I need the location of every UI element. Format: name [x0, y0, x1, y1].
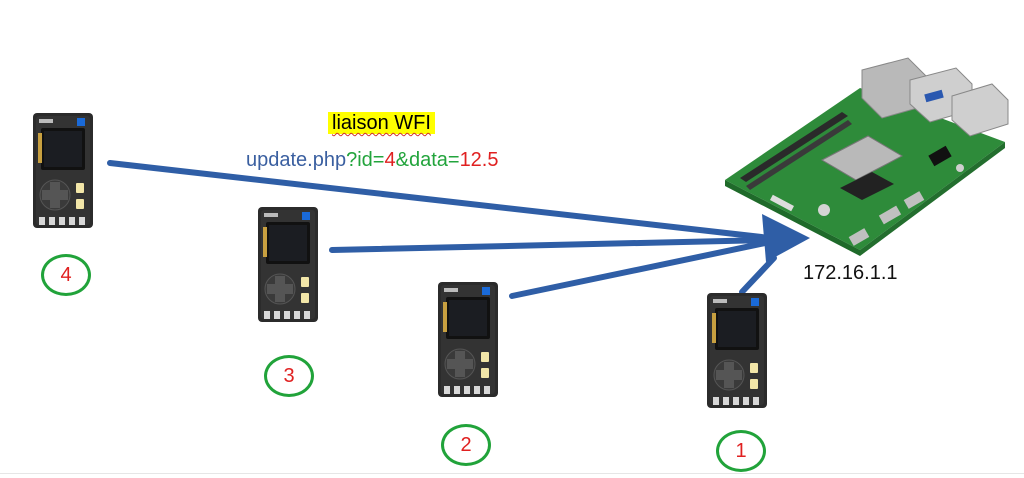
device-4 — [32, 112, 94, 229]
node-number-3: 3 — [264, 355, 314, 397]
arrow-from-device-3 — [329, 237, 773, 253]
device-1 — [706, 292, 768, 409]
url-path: update.php — [246, 149, 347, 171]
arrow-head — [762, 214, 810, 262]
divider — [0, 473, 1024, 474]
url-query-data: &data= — [395, 149, 460, 171]
arrow-from-device-2 — [509, 239, 773, 299]
node-number-4: 4 — [41, 254, 91, 296]
url-data-value: 12.5 — [459, 149, 499, 171]
connection-label: liaison WFI — [328, 112, 435, 134]
arrow-from-device-4 — [107, 160, 773, 241]
device-2 — [437, 281, 499, 398]
arrow-from-device-1 — [739, 255, 777, 295]
raspberry-pi-board — [725, 57, 1009, 256]
arrows — [107, 160, 777, 299]
url-id-value: 4 — [384, 149, 396, 171]
url-request: update.php?id=4&data=12.5 — [246, 148, 499, 172]
node-number-1: 1 — [716, 430, 766, 472]
node-number-2: 2 — [441, 424, 491, 466]
server-ip-label: 172.16.1.1 — [803, 262, 898, 284]
url-query-id: ?id= — [346, 149, 385, 171]
device-3 — [257, 206, 319, 323]
